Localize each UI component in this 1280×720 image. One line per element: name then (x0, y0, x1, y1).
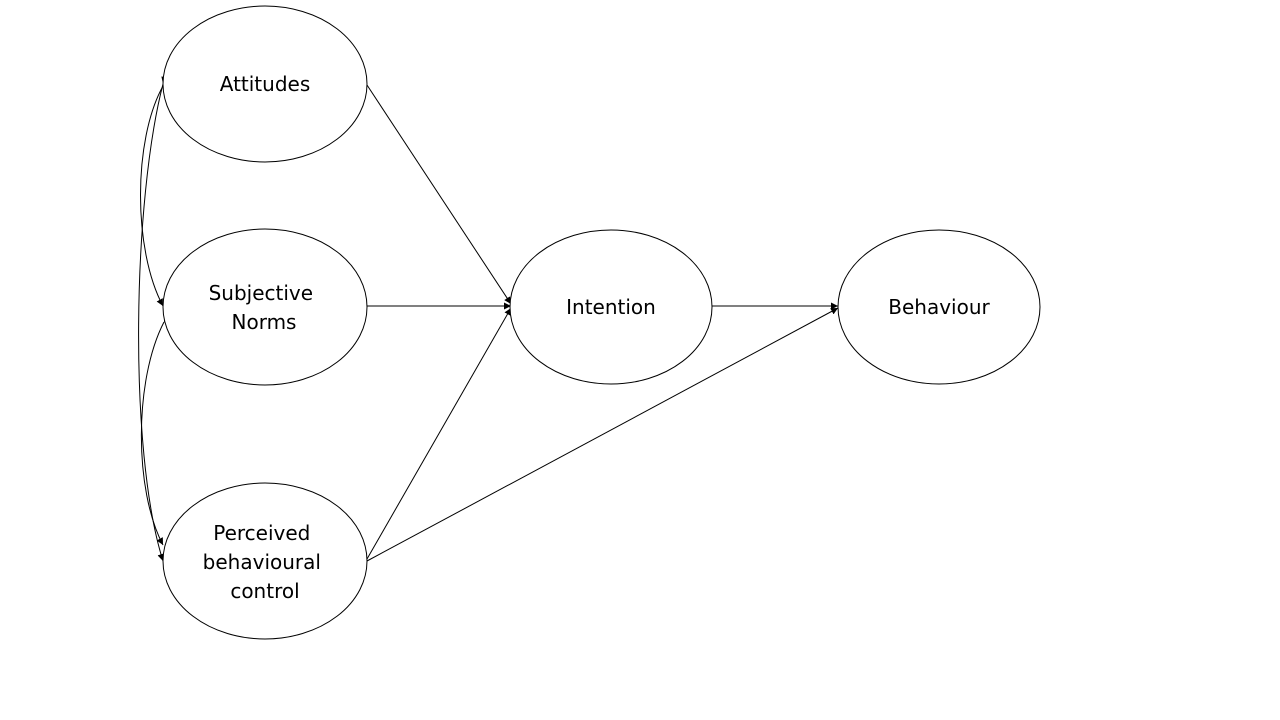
node-behaviour: Behaviour (837, 229, 1041, 385)
node-attitudes-label: Attitudes (220, 72, 311, 96)
node-perceived-control-label-line2: behavioural (203, 550, 321, 574)
arrow-attitudes-to-intention (366, 84, 512, 305)
svg-text:Behaviour: Behaviour (888, 295, 990, 319)
node-attitudes-ellipse (162, 5, 368, 163)
correlation-attitudes-subjective-norms (140, 78, 170, 307)
node-attitudes: Attitudes (162, 5, 368, 163)
arrow-perceived-control-to-behaviour (366, 307, 839, 562)
node-perceived-control: Perceived behavioural control (162, 482, 368, 640)
svg-text:Subjective Norms: Subjective Norms (209, 281, 320, 334)
node-perceived-control-ellipse (162, 482, 368, 640)
node-intention-label: Intention (566, 295, 656, 319)
node-perceived-control-label-line3: control (230, 579, 299, 603)
svg-text:Attitudes: Attitudes (220, 72, 311, 96)
node-subjective-norms-label-line2: Norms (232, 310, 297, 334)
arrow-perceived-control-to-intention (366, 307, 512, 560)
node-subjective-norms: Subjective Norms (162, 228, 368, 386)
correlations-group (138, 76, 171, 562)
svg-text:Intention: Intention (566, 295, 656, 319)
node-behaviour-label: Behaviour (888, 295, 990, 319)
node-subjective-norms-ellipse (162, 228, 368, 386)
node-perceived-control-label-line1: Perceived (213, 521, 310, 545)
correlation-attitudes-perceived-control (138, 76, 169, 562)
svg-text:Perceived behavioural: Perceived behavioural control (203, 521, 328, 603)
edges-group (366, 84, 839, 562)
node-subjective-norms-label-line1: Subjective (209, 281, 313, 305)
node-intention: Intention (509, 229, 713, 385)
node-intention-ellipse (509, 229, 713, 385)
node-behaviour-ellipse (837, 229, 1041, 385)
correlation-subjective-norms-perceived-control (140, 314, 171, 546)
